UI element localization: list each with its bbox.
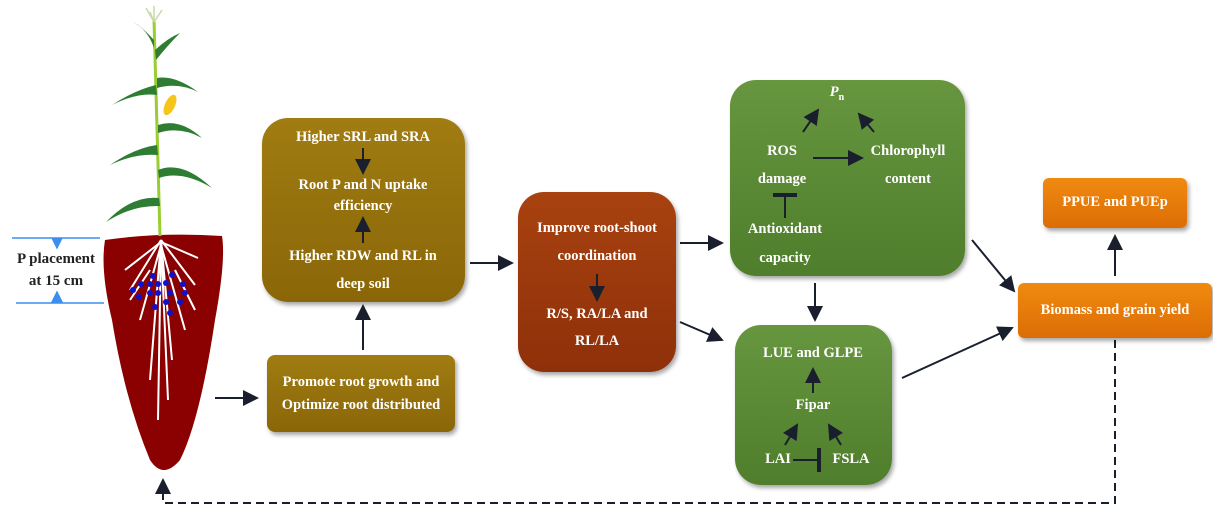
inner-arrows	[782, 367, 844, 472]
text-coordination: coordination	[557, 248, 637, 264]
light-use-box: LUE and GLPE Fipar LAI FSLA	[735, 325, 892, 485]
text-content: content	[885, 171, 931, 187]
text-antioxidant: Antioxidant	[747, 221, 823, 237]
pn-label: Pn	[830, 84, 844, 103]
p-placement-label: P placement at 15 cm	[6, 248, 106, 292]
text-optimize: Optimize root distributed	[281, 397, 441, 413]
arrow-chlorophyll-to-pn	[857, 112, 875, 133]
text-deep-soil: deep soil	[336, 276, 390, 292]
ppue-box: PPUE and PUEp	[1043, 178, 1187, 228]
p-placement-line1: P placement	[17, 251, 95, 267]
tassel	[145, 6, 163, 23]
yield-box: Biomass and grain yield	[1018, 283, 1212, 338]
text-efficiency: efficiency	[333, 198, 393, 214]
inner-arrows	[773, 108, 875, 218]
corn-ear	[163, 94, 177, 116]
arrow-coordination-to-light	[679, 321, 724, 342]
text-ros: ROS	[767, 143, 797, 159]
arrow-photosynthesis-to-yield	[971, 239, 1016, 293]
text-rdw-rl: Higher RDW and RL in	[289, 248, 437, 264]
arrow-fsla-to-fipar	[827, 423, 844, 446]
pn-subscript: n	[838, 91, 845, 103]
p-placement-line2: at 15 cm	[28, 273, 84, 289]
text-rs-rala: R/S, RA/LA and	[546, 306, 648, 322]
inner-arrows	[589, 274, 605, 302]
leaves	[106, 22, 212, 222]
inner-arrows	[355, 148, 371, 243]
text-srl-sra: Higher SRL and SRA	[296, 129, 430, 145]
text-lue-glpe: LUE and GLPE	[763, 345, 863, 361]
text-yield: Biomass and grain yield	[1040, 302, 1190, 318]
pn-letter: P	[829, 84, 839, 100]
text-capacity: capacity	[759, 250, 811, 266]
arrow-light-to-yield	[901, 326, 1014, 379]
flow-arrows	[155, 234, 1123, 504]
text-ppue: PPUE and PUEp	[1062, 194, 1168, 210]
text-promote: Promote root growth and	[282, 374, 440, 390]
arrow-lai-to-fipar	[782, 423, 799, 446]
text-damage: damage	[757, 171, 807, 187]
arrow-ros-to-pn	[802, 108, 820, 133]
text-lai: LAI	[765, 451, 791, 467]
phosphorus-dots	[130, 272, 188, 316]
photosynthesis-box: Pn ROS damage Chlorophyll content Antiox…	[730, 80, 965, 276]
text-fipar: Fipar	[795, 397, 831, 413]
promote-root-box: Promote root growth and Optimize root di…	[267, 355, 455, 432]
text-improve: Improve root-shoot	[537, 220, 657, 236]
text-rlla: RL/LA	[574, 333, 620, 349]
text-fsla: FSLA	[832, 451, 870, 467]
root-shoot-box: Improve root-shoot coordination R/S, RA/…	[518, 192, 676, 372]
text-uptake: Root P and N uptake	[298, 177, 428, 193]
text-chlorophyll: Chlorophyll	[870, 143, 946, 159]
feedback-dashed-arrow	[155, 340, 1116, 504]
root-traits-box: Higher SRL and SRA Root P and N uptake e…	[262, 118, 465, 302]
